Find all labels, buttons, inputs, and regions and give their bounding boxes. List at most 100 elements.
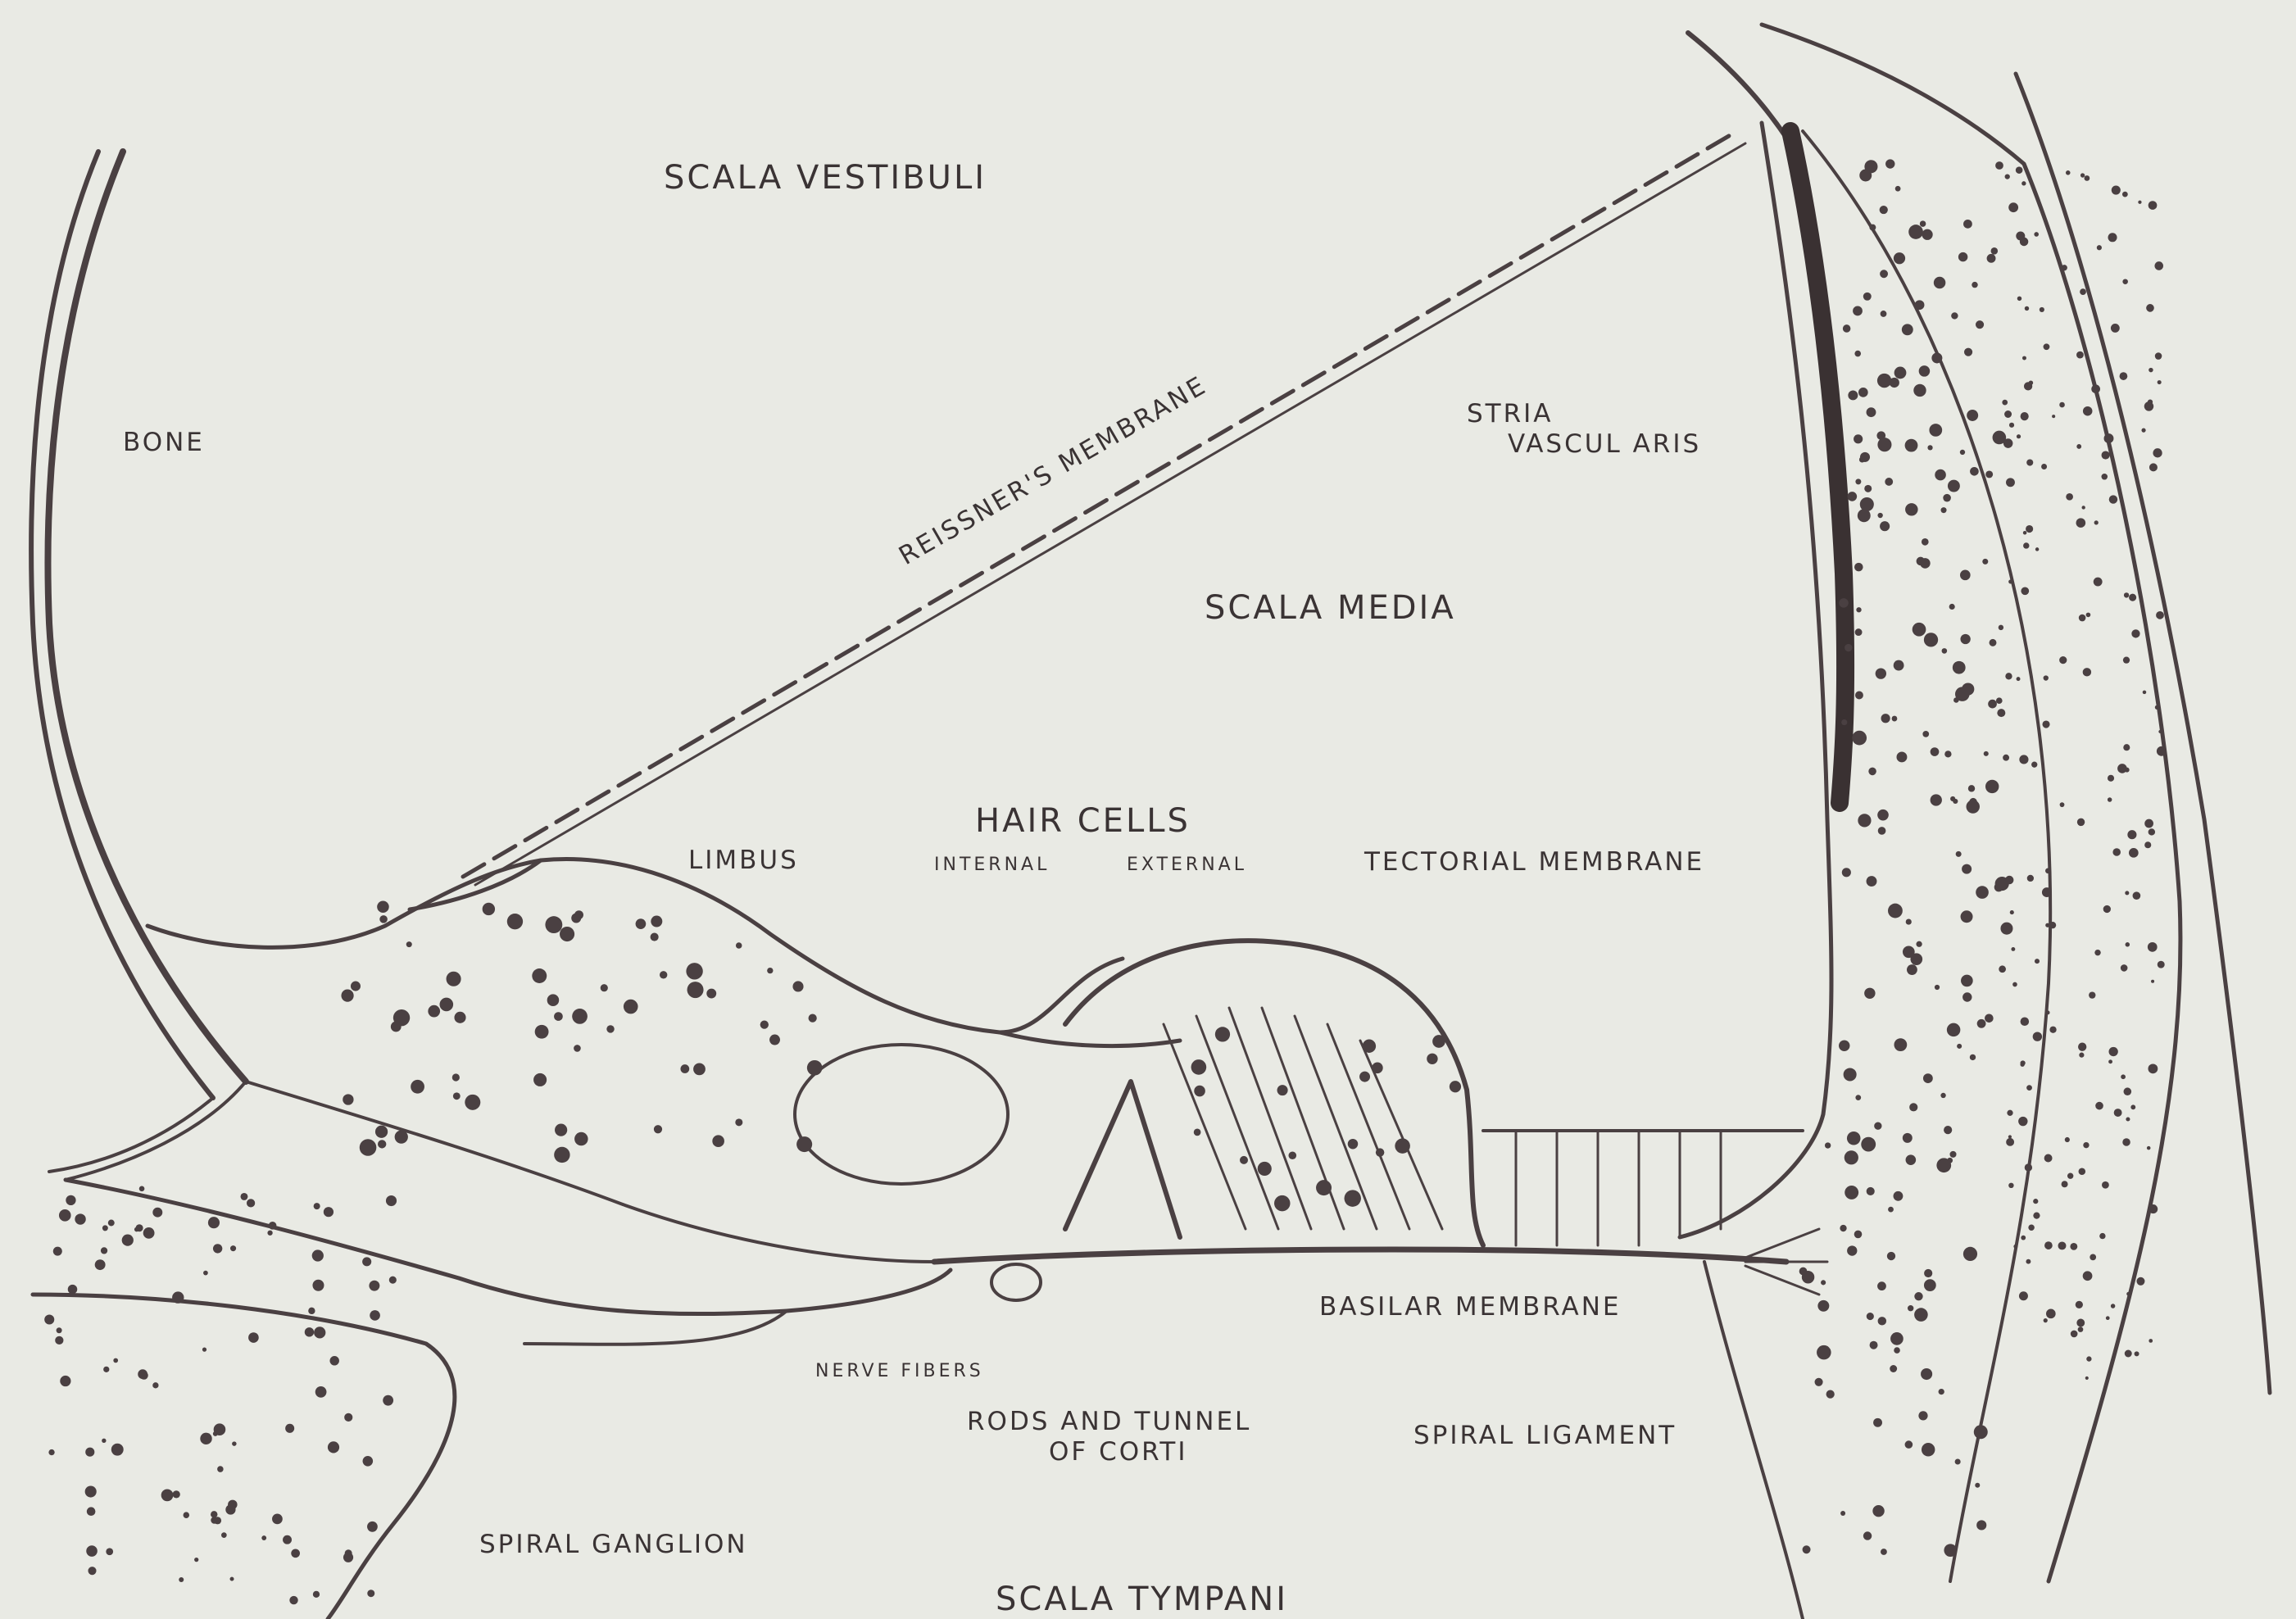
stipple-dot xyxy=(1894,1191,1904,1201)
stipple-dot xyxy=(2066,170,2071,175)
stipple-dot xyxy=(2101,474,2108,480)
stipple-dot xyxy=(2114,1109,2122,1117)
stipple-dot xyxy=(379,915,388,923)
stipple-dot xyxy=(2044,343,2050,350)
stipple-dot xyxy=(1943,494,1951,502)
stipple-dot xyxy=(1964,348,1972,356)
stipple-dot xyxy=(1960,450,1965,455)
label-reissners-membrane: REISSNER'S MEMBRANE xyxy=(894,370,1212,571)
stipple-dot xyxy=(1975,1483,1980,1488)
stipple-dot xyxy=(1936,1158,1951,1172)
stipple-dot xyxy=(289,1596,297,1604)
stipple-dot xyxy=(1991,247,1999,255)
stipple-dot xyxy=(601,984,608,991)
stipple-dot xyxy=(2083,668,2091,676)
stipple-dot xyxy=(2008,202,2018,212)
stipple-dot xyxy=(1843,324,1851,333)
stipple-dot xyxy=(2126,1117,2130,1121)
stipple-dot xyxy=(2026,525,2033,533)
stipple-dot xyxy=(1848,492,1858,501)
stipple-dot xyxy=(706,989,716,999)
stipple-dot xyxy=(2021,587,2029,595)
stipple-dot xyxy=(2052,415,2055,418)
stipple-dot xyxy=(1860,497,1874,511)
stipple-dot xyxy=(1989,639,1996,646)
stipple-dot xyxy=(2122,1138,2130,1146)
stipple-dot xyxy=(1864,988,1875,999)
stipple-dot xyxy=(1924,633,1938,646)
stipple-dot xyxy=(2108,233,2117,242)
stipple-dot xyxy=(1944,751,1951,757)
stipple-dot xyxy=(1194,1086,1205,1097)
stipple-dot xyxy=(1799,1268,1808,1276)
label-hair-cells: HAIR CELLS xyxy=(975,802,1191,840)
stipple-dot xyxy=(1905,503,1917,515)
stipple-dot xyxy=(2076,351,2084,359)
stipple-dot xyxy=(1999,625,2003,630)
stipple-dot xyxy=(68,1285,78,1295)
stipple-dot xyxy=(2149,368,2153,372)
stipple-dot xyxy=(507,914,523,929)
stipple-dot xyxy=(2017,677,2021,681)
stipple-dot xyxy=(1881,311,1887,317)
stipple-dot xyxy=(2016,166,2023,174)
stipple-dot xyxy=(2003,755,2009,761)
stipple-dot xyxy=(2130,1104,2135,1109)
stipple-dot xyxy=(1951,312,1958,319)
stipple-dot xyxy=(2044,1241,2053,1249)
stipple-dot xyxy=(1855,478,1861,484)
stipple-dot xyxy=(483,903,495,915)
stipple-dot xyxy=(624,1000,638,1014)
stipple-dot xyxy=(2149,1204,2158,1213)
stipple-dot xyxy=(1920,220,1926,226)
stipple-dot xyxy=(1880,206,1888,214)
stipple-dot xyxy=(1906,919,1912,925)
stipple-dot xyxy=(2022,356,2026,361)
stipple-dot xyxy=(1215,1027,1230,1041)
stipple-dot xyxy=(1996,697,2003,704)
label-spiral-ligament: SPIRAL LIGAMENT xyxy=(1413,1421,1677,1450)
stipple-dot xyxy=(1962,992,1972,1001)
stipple-dot xyxy=(1982,559,1988,565)
stipple-dot xyxy=(554,1147,569,1163)
stipple-dot xyxy=(2058,1241,2067,1249)
stipple-dot xyxy=(2071,1331,2078,1338)
stipple-dot xyxy=(554,1012,563,1021)
stipple-dot xyxy=(1955,1458,1961,1464)
stipple-dot xyxy=(2065,1137,2070,1142)
stipple-dot xyxy=(1892,716,1898,722)
stipple-dot xyxy=(315,1386,327,1398)
stipple-dot xyxy=(2131,629,2139,637)
stipple-dot xyxy=(2106,1316,2110,1320)
stipple-dot xyxy=(2006,1138,2014,1146)
stipple-dot xyxy=(533,1073,547,1086)
stipple-dot xyxy=(1854,1231,1863,1239)
stipple-dot xyxy=(447,972,461,986)
stipple-dot xyxy=(1963,220,1972,229)
stipple-dot xyxy=(139,1186,145,1192)
stipple-dot xyxy=(2005,673,2012,679)
stipple-dot xyxy=(60,1376,70,1386)
stipple-dot xyxy=(360,1139,377,1156)
stipple-dot xyxy=(2033,1032,2042,1041)
stipple-dot xyxy=(2008,1183,2013,1188)
stipple-dot xyxy=(1988,700,1997,709)
stipple-dot xyxy=(1873,1418,1882,1427)
stipple-dot xyxy=(1947,1023,1960,1036)
stipple-dot xyxy=(1867,1187,1875,1195)
stipple-dot xyxy=(1968,785,1975,791)
stipple-dot xyxy=(439,998,453,1012)
stipple-dot xyxy=(1867,407,1876,417)
stipple-dot xyxy=(312,1280,324,1291)
stipple-dot xyxy=(230,1577,234,1581)
stipple-dot xyxy=(1934,277,1946,289)
stipple-dot xyxy=(2108,797,2112,801)
stipple-dot xyxy=(1922,229,1932,240)
stipple-dot xyxy=(1976,1520,1986,1530)
stipple-dot xyxy=(2026,1085,2032,1091)
stipple-dot xyxy=(111,1444,124,1456)
stipple-dot xyxy=(2143,691,2147,695)
stipple-dot xyxy=(1976,886,1989,899)
stipple-dot xyxy=(792,981,803,991)
stipple-dot xyxy=(1815,1378,1823,1386)
